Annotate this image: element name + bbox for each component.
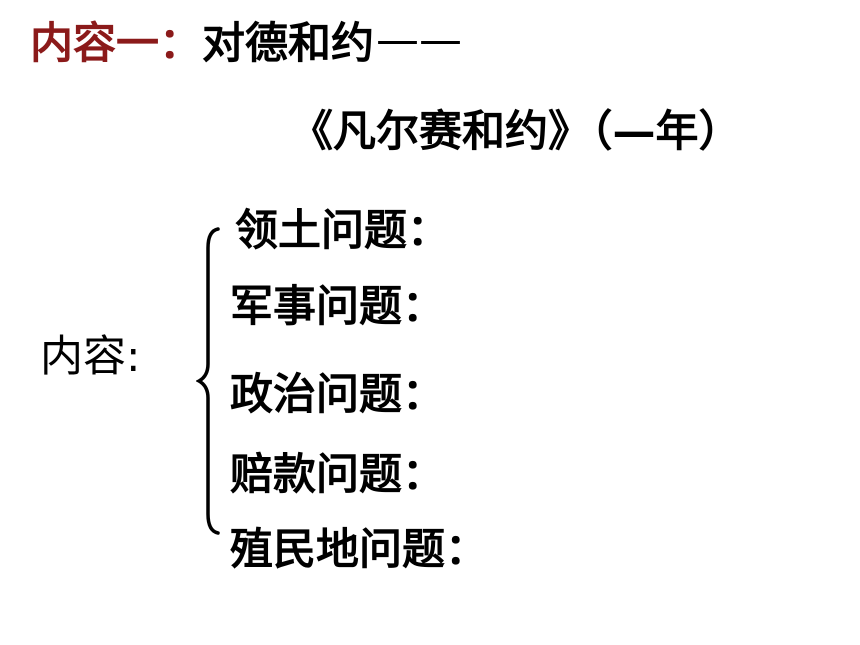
issue-political: 政治问题： xyxy=(230,370,445,420)
content-label: 内容: xyxy=(40,332,141,382)
issue-territory: 领土问题： xyxy=(235,206,450,256)
issue-reparations: 赔款问题： xyxy=(230,450,445,500)
slide-title: 内容一： 对德和约 —— xyxy=(30,10,462,70)
issue-colonies: 殖民地问题： xyxy=(230,525,488,575)
title-dash: —— xyxy=(376,15,462,65)
left-brace xyxy=(196,227,220,535)
title-label: 内容一： xyxy=(30,19,202,69)
treaty-subtitle: 《凡尔赛和约》（—年） xyxy=(290,107,742,157)
issue-military: 军事问题： xyxy=(230,282,445,332)
title-text: 对德和约 xyxy=(202,19,374,69)
